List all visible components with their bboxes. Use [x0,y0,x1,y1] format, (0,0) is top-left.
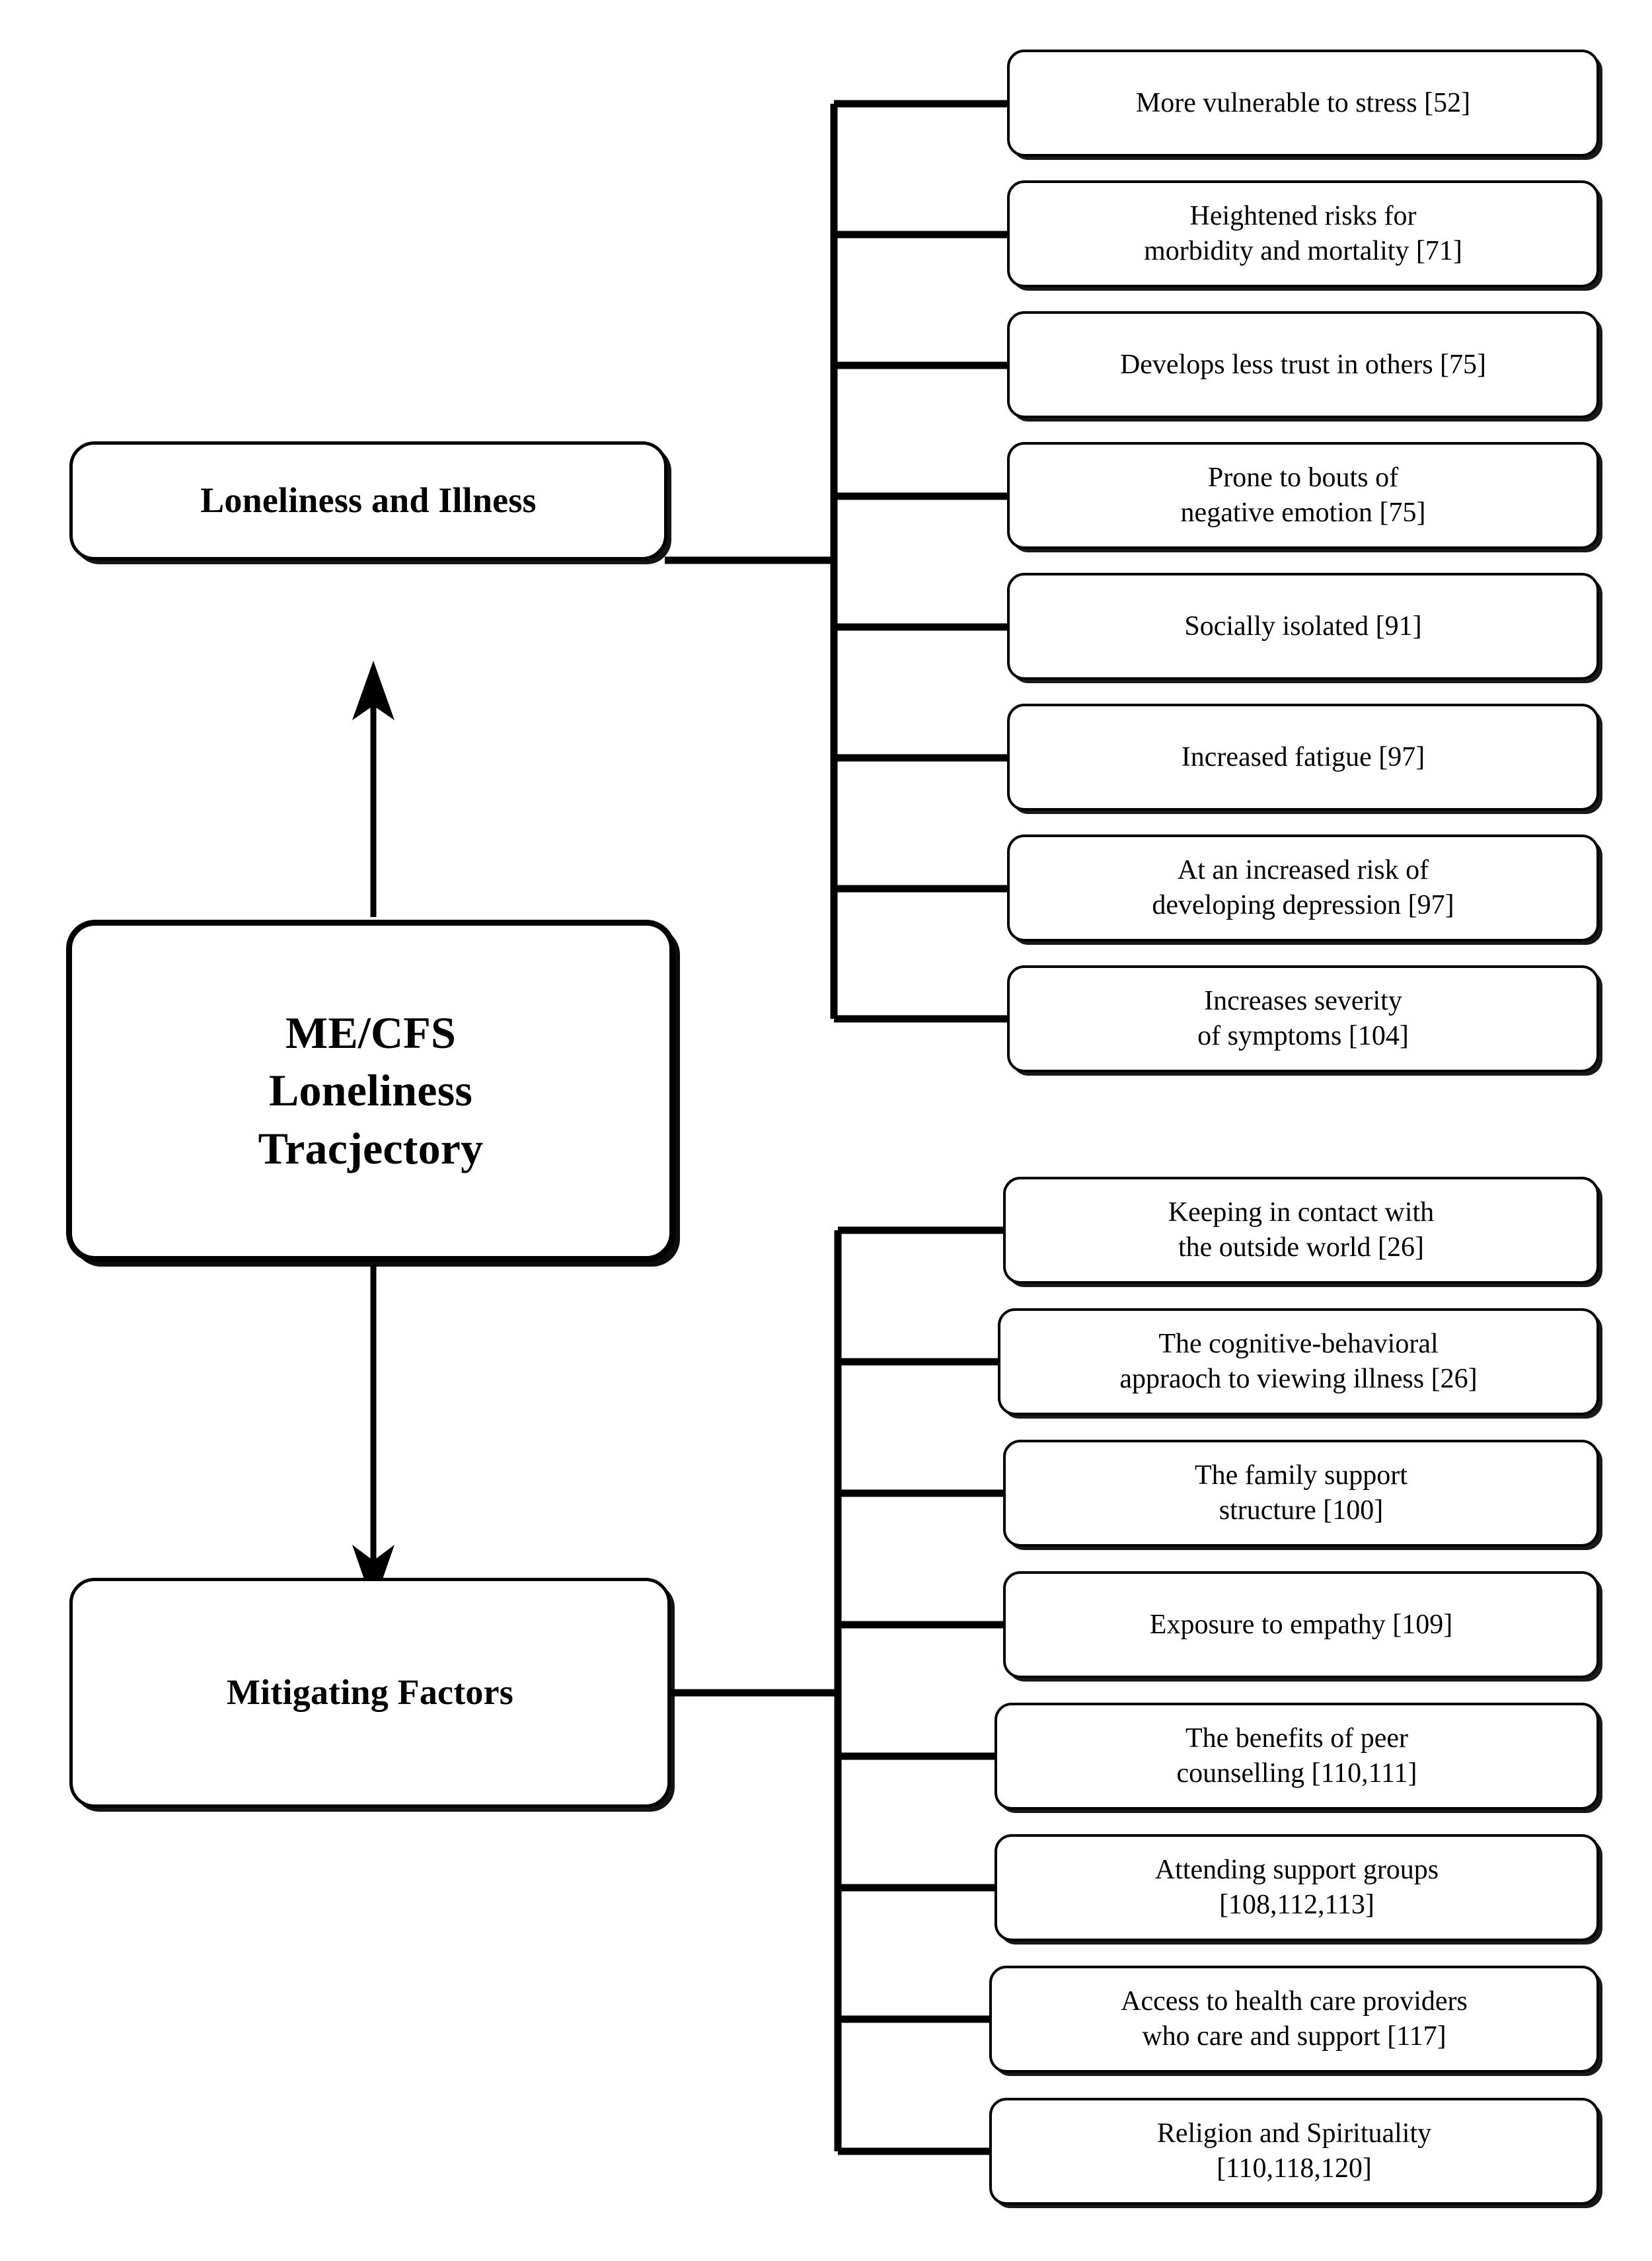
leaf-box-label: Develops less trust in others [75] [1119,349,1487,380]
leaf-box[interactable]: Religion and Spirituality[110,118,120] [989,2098,1599,2205]
leaf-box-label: Socially isolated [91] [1184,611,1422,642]
node-loneliness-and-illness[interactable]: Loneliness and Illness [69,441,667,560]
leaf-box-label: More vulnerable to stress [52] [1135,87,1471,118]
leaf-box[interactable]: Develops less trust in others [75] [1007,311,1599,418]
leaf-box[interactable]: Socially isolated [91] [1007,573,1599,680]
node-mitigating-factors-label: Mitigating Factors [227,1672,513,1713]
node-loneliness-and-illness-label: Loneliness and Illness [200,480,537,521]
leaf-box[interactable]: Attending support groups[108,112,113] [995,1834,1599,1941]
arrowhead-up [352,661,394,720]
leaf-box-label: Attending support groups[108,112,113] [1154,1855,1439,1920]
leaf-box[interactable]: More vulnerable to stress [52] [1007,50,1599,157]
node-mitigating-factors[interactable]: Mitigating Factors [69,1578,671,1808]
leaf-box[interactable]: Increased fatigue [97] [1007,704,1599,811]
leaf-box-label: Exposure to empathy [109] [1149,1609,1453,1640]
leaf-box-label: Religion and Spirituality[110,118,120] [1156,2118,1432,2184]
leaf-box-label: Increased fatigue [97] [1181,741,1425,772]
leaf-box[interactable]: Exposure to empathy [109] [1003,1571,1599,1678]
